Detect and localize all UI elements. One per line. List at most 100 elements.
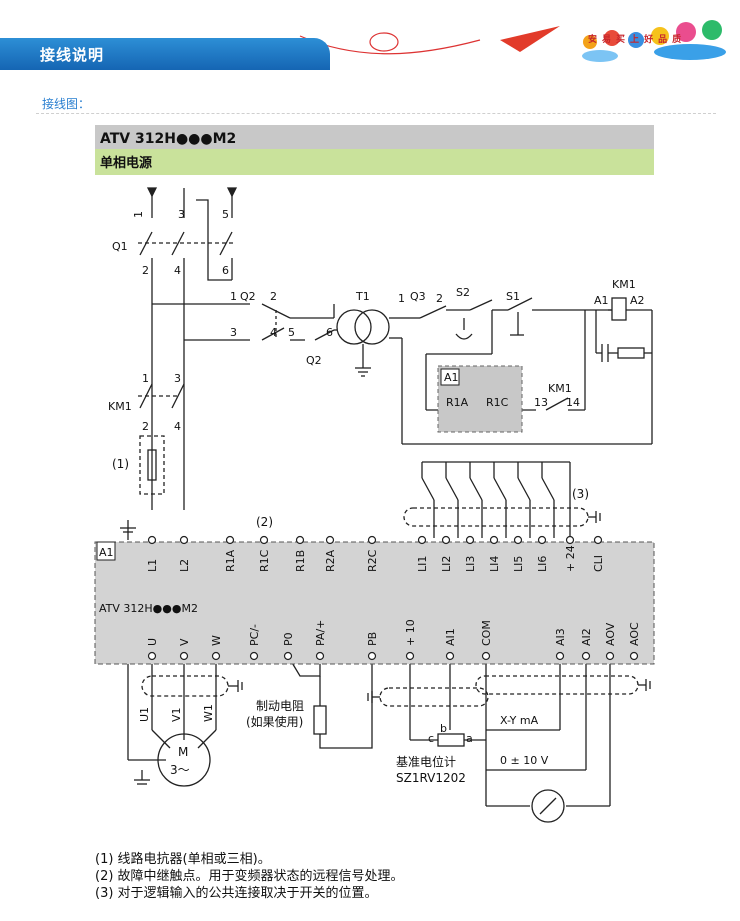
- pin-label: 2: [270, 290, 277, 303]
- terminal-dot: [555, 651, 565, 661]
- pot-name-1: 基准电位计: [396, 754, 456, 769]
- label-14: 14: [566, 396, 580, 409]
- terminal-dot: [367, 535, 377, 545]
- terminal-dot: [593, 535, 603, 545]
- pot-b: b: [440, 722, 447, 735]
- terminal-dot: [629, 651, 639, 661]
- pin-label: 5: [222, 208, 229, 221]
- terminal-label: LI3: [464, 556, 477, 572]
- pin-label: 4: [270, 326, 277, 339]
- slogan-char: 上: [630, 35, 645, 45]
- component-labels: Q1 KM1 Q2 Q2 T1 Q3 S2 S1 KM1 A1 A2 A1 R1…: [108, 208, 645, 785]
- footnote-2: (2) 故障中继触点。用于变频器状态的远程信号处理。: [95, 869, 404, 884]
- footnote-1: (1) 线路电抗器(单相或三相)。: [95, 852, 271, 867]
- pin-label: 6: [326, 326, 333, 339]
- terminal-dot: [147, 651, 157, 661]
- terminal-label: R1C: [258, 549, 271, 572]
- terminal-label: V: [178, 638, 191, 646]
- pin-label: 3: [230, 326, 237, 339]
- terminal-dot: [211, 651, 221, 661]
- slogan-char: 安: [588, 35, 603, 45]
- terminal-label: R1A: [224, 549, 237, 572]
- terminal-label: COM: [480, 620, 493, 646]
- note-ref-3: (3): [572, 487, 589, 501]
- label-km1: KM1: [108, 400, 132, 413]
- model-title: ATV 312H●●●M2: [100, 131, 236, 147]
- brake-res-label-2: (如果使用): [246, 714, 303, 729]
- label-km1-coil: KM1: [612, 278, 636, 291]
- section-label: 接线图：: [42, 97, 91, 111]
- terminal-dot: [465, 535, 475, 545]
- terminal-dot: [537, 535, 547, 545]
- terminal-dot: [605, 651, 615, 661]
- pin-label: 1: [132, 211, 145, 218]
- terminal-dot: [513, 535, 523, 545]
- terminal-label: R2A: [324, 549, 337, 572]
- terminal-label: AI1: [444, 628, 457, 646]
- terminal-dot: [581, 651, 591, 661]
- terminal-label: R1B: [294, 550, 307, 572]
- terminal-dot: [441, 535, 451, 545]
- header-slogan: 安易买上好品质: [588, 32, 686, 45]
- terminal-label: P0: [282, 632, 295, 646]
- label-r1a: R1A: [446, 396, 469, 409]
- terminal-label: R2C: [366, 549, 379, 572]
- u1-label: U1: [138, 707, 151, 722]
- page-header: 接线说明 安易买上好品质: [0, 0, 740, 70]
- model-title-bar: [95, 125, 654, 149]
- terminal-dot: [295, 535, 305, 545]
- label-r1c: R1C: [486, 396, 509, 409]
- terminal-label: LI1: [416, 556, 429, 572]
- label-km1-contact: KM1: [548, 382, 572, 395]
- terminal-dot: [315, 651, 325, 661]
- pin-label: 1: [398, 292, 405, 305]
- label-13: 13: [534, 396, 548, 409]
- subtitle: 单相电源: [100, 155, 152, 171]
- terminal-label: + 24: [564, 545, 577, 572]
- terminal-label: AOC: [628, 622, 641, 646]
- drive-unit: [94, 541, 655, 665]
- terminal-dot: [179, 535, 189, 545]
- pin-label: 4: [174, 420, 181, 433]
- pin-label: 5: [288, 326, 295, 339]
- brake-res-label-1: 制动电阻: [256, 699, 304, 713]
- terminal-dot: [367, 651, 377, 661]
- slogan-char: 易: [602, 35, 617, 45]
- terminal-dot: [417, 535, 427, 545]
- label-s2: S2: [456, 286, 470, 299]
- terminal-label: PB: [366, 632, 379, 646]
- slogan-char: 好: [644, 35, 659, 45]
- motor-phase: 3～: [170, 763, 190, 777]
- terminal-label: LI2: [440, 556, 453, 572]
- terminal-dot: [565, 535, 575, 545]
- pin-label: 2: [142, 264, 149, 277]
- terminal-dot: [147, 535, 157, 545]
- note-ref-2: (2): [256, 515, 273, 529]
- pin-label: 2: [142, 420, 149, 433]
- terminal-label: LI5: [512, 556, 525, 572]
- pot-a: a: [466, 732, 473, 745]
- label-q1: Q1: [112, 240, 128, 253]
- label-t1: T1: [355, 290, 370, 303]
- label-a2-coil: A2: [630, 294, 645, 307]
- pot-c: c: [428, 732, 434, 745]
- pin-label: 3: [178, 208, 185, 221]
- note-ref-1: (1): [112, 457, 129, 471]
- slogan-char: 品: [658, 35, 673, 45]
- label-a1-box: A1: [444, 371, 459, 384]
- terminal-label: L2: [178, 559, 191, 572]
- slogan-char: 质: [672, 35, 687, 45]
- terminal-label: W: [210, 635, 223, 646]
- w1-label: W1: [202, 704, 215, 722]
- pin-label: 3: [174, 372, 181, 385]
- section-divider: [36, 113, 716, 114]
- drive-tag: A1: [99, 546, 114, 559]
- slogan-char: 买: [616, 35, 631, 45]
- terminal-label: PC/-: [248, 624, 261, 646]
- label-q2: Q2: [240, 290, 256, 303]
- pin-label: 1: [142, 372, 149, 385]
- terminal-label: AOV: [604, 622, 617, 646]
